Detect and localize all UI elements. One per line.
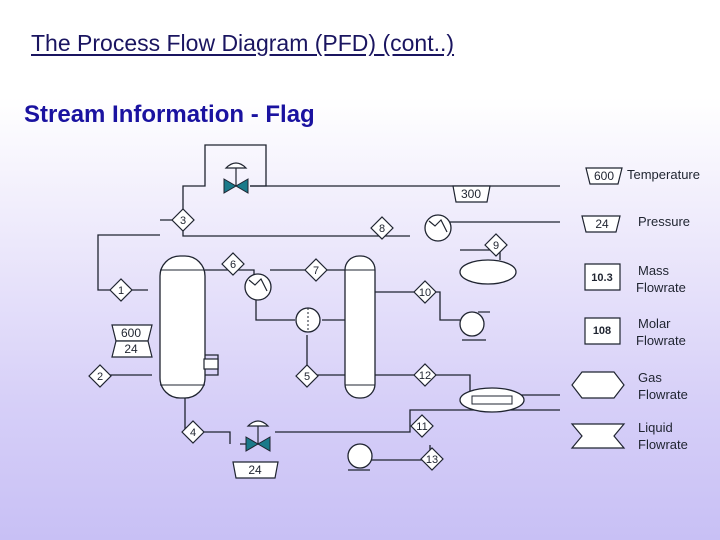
equipment	[159, 162, 525, 471]
stream-number-5: 5	[304, 371, 310, 383]
stream-number-8: 8	[379, 223, 385, 235]
legend-molar-flowrate: 108 Molar Flowrate	[584, 316, 686, 348]
legend-molar-label-line2: Flowrate	[636, 333, 686, 348]
flag-left-600-value: 600	[121, 326, 141, 340]
stream-number-9: 9	[493, 240, 499, 252]
stream-flag-13: 13	[420, 447, 444, 471]
pipe-stream-10	[375, 291, 460, 321]
flag-300: 300	[452, 185, 491, 203]
legend-mass-label-line1: Mass	[638, 263, 670, 278]
legend-temperature-symbol: 600	[594, 169, 614, 183]
distillation-column-2	[344, 255, 376, 399]
pipe-left-loop	[97, 234, 160, 291]
stream-flag-12: 12	[413, 363, 437, 387]
stream-flag-3: 3	[171, 208, 195, 232]
stream-flag-4: 4	[181, 420, 205, 444]
legend-mass-symbol: 10.3	[591, 272, 612, 284]
stream-number-7: 7	[313, 265, 319, 277]
flag-bottom-24: 24	[232, 461, 279, 479]
legend-temperature-label: Temperature	[627, 167, 700, 182]
stream-flag-2: 2	[88, 364, 112, 388]
stream-number-10: 10	[419, 287, 431, 299]
flag-left-600-24: 600 24	[111, 324, 153, 358]
legend-mass-flowrate: 10.3 Mass Flowrate	[584, 263, 686, 295]
stream-flag-11: 11	[410, 414, 434, 438]
legend-pressure-label: Pressure	[638, 214, 690, 229]
page-title: The Process Flow Diagram (PFD) (cont..)	[31, 30, 455, 56]
distillation-column-1	[159, 255, 206, 399]
stream-flag-6: 6	[221, 252, 245, 276]
pipe-col2-bottom	[306, 335, 345, 376]
stream-flag-9: 9	[484, 233, 508, 257]
legend-gas-label-line1: Gas	[638, 370, 662, 385]
top-control-valve	[223, 162, 249, 194]
stream-number-1: 1	[118, 285, 124, 297]
stream-flag-7: 7	[304, 258, 328, 282]
legend-gas-flowrate: Gas Flowrate	[571, 370, 688, 402]
pump-bottom	[347, 443, 373, 471]
legend: 600 Temperature 24 Pressure 10.3 Mass Fl…	[570, 167, 700, 452]
reflux-drum	[459, 259, 517, 285]
section-subtitle: Stream Information - Flag	[24, 101, 315, 128]
legend-pressure-symbol: 24	[595, 217, 609, 231]
legend-molar-label-line1: Molar	[638, 316, 671, 331]
stream-number-6: 6	[230, 259, 236, 271]
legend-liquid-label-line2: Flowrate	[638, 437, 688, 452]
legend-mass-label-line2: Flowrate	[636, 280, 686, 295]
stream-flags: 3 8 9 6 7 1 10 2	[88, 208, 508, 471]
legend-liquid-label-line1: Liquid	[638, 420, 673, 435]
stream-number-11: 11	[416, 421, 427, 433]
legend-liquid-flowrate: Liquid Flowrate	[570, 420, 688, 452]
stream-flag-10: 10	[413, 280, 437, 304]
flag-bottom-24-value: 24	[248, 463, 262, 477]
mid-heat-exchanger	[244, 273, 272, 301]
legend-pressure: 24 Pressure	[581, 214, 690, 233]
stream-number-2: 2	[97, 371, 103, 383]
stream-flag-5: 5	[295, 364, 319, 388]
stream-number-12: 12	[419, 370, 431, 382]
pump-right	[459, 311, 490, 341]
bottom-heat-exchanger	[459, 387, 525, 413]
condenser-heat-exchanger	[424, 214, 452, 242]
legend-molar-symbol: 108	[593, 325, 611, 337]
pump-mid	[295, 307, 321, 333]
column-1-tray-marker	[203, 358, 219, 370]
flag-left-24-value: 24	[124, 342, 138, 356]
legend-gas-label-line2: Flowrate	[638, 387, 688, 402]
stream-flag-8: 8	[370, 216, 394, 240]
stream-number-13: 13	[426, 454, 438, 466]
flag-300-value: 300	[461, 187, 481, 201]
pipe-stream-13	[370, 445, 431, 461]
stream-flag-1: 1	[109, 278, 133, 302]
pipe-side-draw	[255, 300, 295, 321]
legend-temperature: 600 Temperature	[585, 167, 700, 185]
stream-number-4: 4	[190, 427, 196, 439]
pipe-top-feed	[182, 144, 267, 210]
bottom-control-valve	[245, 420, 271, 452]
stream-number-3: 3	[180, 215, 186, 227]
pipe-col1-bottom	[184, 398, 231, 444]
